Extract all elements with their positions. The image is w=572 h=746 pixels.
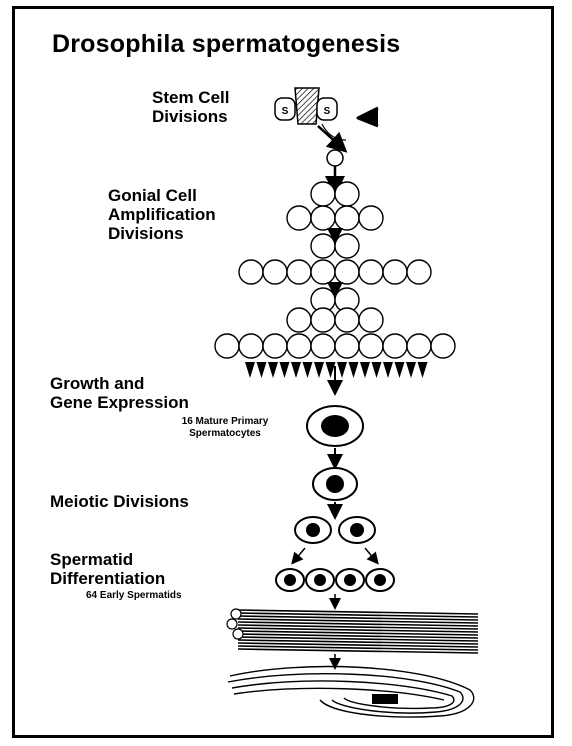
gonial-cell (311, 234, 335, 258)
gonial-cell (359, 308, 383, 332)
division-arrow (318, 126, 340, 146)
lower-stages (227, 366, 478, 717)
nucleus (284, 574, 296, 586)
spermatid-head (231, 609, 241, 619)
nucleus (306, 523, 320, 537)
gonial-cell (311, 206, 335, 230)
gonial-cell (431, 334, 455, 358)
nucleus (326, 475, 344, 493)
individualizing-spermatid (232, 681, 454, 708)
gonial-cell (359, 334, 383, 358)
gonial-cell (359, 206, 383, 230)
arrowhead (314, 362, 324, 378)
gonial-cell (287, 206, 311, 230)
gonial-cell (335, 182, 359, 206)
gonial-cell (287, 260, 311, 284)
gonial-cell (407, 334, 431, 358)
arrowhead (245, 362, 255, 378)
stem-cell-niche: S S (275, 88, 378, 186)
gonial-cell (383, 334, 407, 358)
gonial-cell-cluster (215, 182, 455, 378)
gonial-cell (335, 308, 359, 332)
stem-cell-label: S (282, 106, 289, 117)
nucleus (314, 574, 326, 586)
gonial-cell (239, 260, 263, 284)
gonialblast (327, 150, 343, 166)
nucleus (374, 574, 386, 586)
spermatid-head (233, 629, 243, 639)
stem-cell-label: S (324, 106, 331, 117)
arrowhead (395, 362, 405, 378)
arrowhead (349, 362, 359, 378)
gonial-cell (335, 334, 359, 358)
gonial-cell (287, 308, 311, 332)
arrow (365, 548, 375, 560)
gonial-cell (263, 260, 287, 284)
arrowhead (360, 362, 370, 378)
arrowhead (337, 362, 347, 378)
gonial-cell (239, 334, 263, 358)
gonial-cell (335, 234, 359, 258)
gonial-cell (335, 206, 359, 230)
gonial-cell (263, 334, 287, 358)
spermatid-head (227, 619, 237, 629)
individualizing-spermatid (234, 688, 444, 700)
gonial-cell (287, 334, 311, 358)
gonial-cell (311, 182, 335, 206)
gonial-cell (407, 260, 431, 284)
arrowhead (291, 362, 301, 378)
arrowhead (257, 362, 267, 378)
gonial-cell (215, 334, 239, 358)
gonial-cell (383, 260, 407, 284)
gonial-cell (359, 260, 383, 284)
nucleus (350, 523, 364, 537)
cystic-bulge (372, 694, 398, 704)
nucleus (344, 574, 356, 586)
arrow (295, 548, 305, 560)
hub-cell (295, 88, 319, 124)
gonial-cell (335, 260, 359, 284)
arrowhead (268, 362, 278, 378)
gonial-cell (311, 334, 335, 358)
arrowhead (280, 362, 290, 378)
arrowhead (303, 362, 313, 378)
arrowhead (383, 362, 393, 378)
arrowhead (372, 362, 382, 378)
arrowhead (418, 362, 428, 378)
gonial-cell (311, 308, 335, 332)
gonial-cell (311, 260, 335, 284)
nucleus (321, 415, 349, 437)
triangle-arrowhead (358, 108, 378, 126)
arrowhead (406, 362, 416, 378)
individualizing-spermatid (228, 674, 463, 713)
